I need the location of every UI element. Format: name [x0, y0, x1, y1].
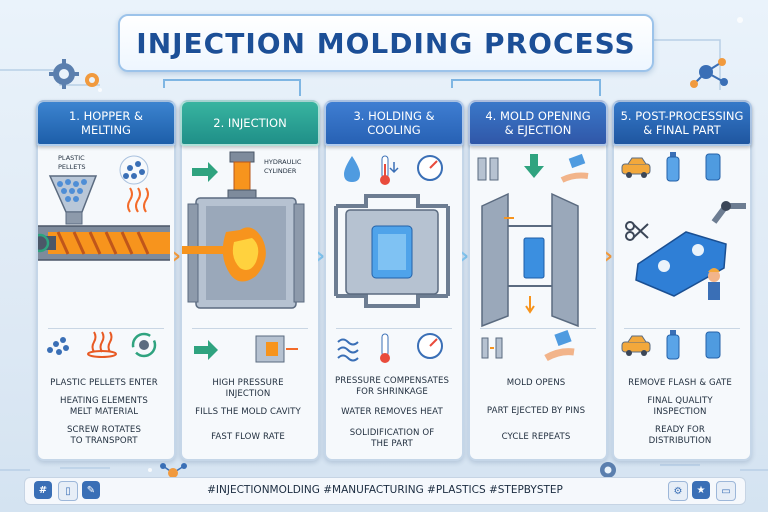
- step-header-2: 2. INJECTION: [180, 100, 320, 146]
- caption-ready-line2: DISTRIBUTION: [648, 436, 712, 446]
- arrow-right-icon: [192, 162, 218, 182]
- step-panel-post-processing: 5. POST-PROCESSING & FINAL PART: [612, 100, 752, 461]
- bottle-small-icon: [666, 330, 680, 360]
- flow-arrow-2: ›: [316, 244, 326, 269]
- thermometer-small-icon: [380, 333, 390, 363]
- down-arrow-icon: [524, 154, 544, 178]
- heating-element-icon: [87, 331, 117, 358]
- hand-eject-icon: [544, 329, 575, 362]
- step-1-title-line1: 1. HOPPER &: [68, 109, 144, 123]
- caption-screw-line2: TO TRANSPORT: [70, 436, 138, 446]
- gears-icon: [49, 59, 99, 89]
- step-header-5: 5. POST-PROCESSING & FINAL PART: [612, 100, 752, 146]
- caption-part-ejected: PART EJECTED BY PINS: [486, 406, 586, 416]
- caption-high-pressure-line2: INJECTION: [225, 389, 271, 399]
- step-panel-holding-cooling: 3. HOLDING & COOLING: [324, 100, 464, 461]
- divider: [624, 328, 740, 329]
- pencil-icon[interactable]: ✎: [82, 481, 100, 499]
- plastic-pellets-label-line1: PLASTIC: [58, 154, 85, 162]
- caption-pellets-enter: PLASTIC PELLETS ENTER: [50, 378, 158, 388]
- flow-arrow-3: ›: [460, 244, 470, 269]
- caption-heating-line1: HEATING ELEMENTS: [60, 396, 148, 406]
- step-header-4: 4. MOLD OPENING & EJECTION: [468, 100, 608, 146]
- step-5-title-line1: 5. POST-PROCESSING: [620, 109, 744, 123]
- water-drop-icon: [344, 156, 360, 182]
- mold-cavity-icon: [255, 335, 298, 363]
- step-panel-opening-ejection: 4. MOLD OPENING & EJECTION: [468, 100, 608, 461]
- hand-part-icon: [560, 153, 589, 183]
- arrow-right-small-icon: [194, 340, 218, 360]
- thermometer-icon: [380, 155, 399, 185]
- footer-hashtags: #INJECTIONMOLDING #MANUFACTURING #PLASTI…: [207, 484, 563, 496]
- step-4-title-line1: 4. MOLD OPENING: [485, 109, 591, 123]
- divider: [48, 328, 164, 329]
- pellets-small-icon: [47, 337, 69, 355]
- step-2-title-line1: 2. INJECTION: [213, 116, 287, 130]
- step-3-title-line2: COOLING: [367, 123, 421, 137]
- phone-case-small-icon: [705, 331, 721, 359]
- flow-arrow-4: ›: [604, 244, 614, 269]
- step-panel-injection: 2. INJECTION HYDRAULIC CYLINDER HIGH PRE…: [180, 100, 320, 461]
- phone-icon[interactable]: ▯: [58, 481, 78, 501]
- step-panel-hopper-melting: 1. HOPPER & MELTING PLASTIC PELLETS: [36, 100, 176, 461]
- caption-water-removes: WATER REMOVES HEAT: [341, 407, 443, 417]
- caption-high-pressure-line1: HIGH PRESSURE: [212, 378, 284, 388]
- caption-quality-line1: FINAL QUALITY: [647, 396, 713, 406]
- star-badge-icon[interactable]: ★: [692, 481, 710, 499]
- page-title: INJECTION MOLDING PROCESS: [136, 26, 636, 60]
- ejection-illustration: [477, 153, 589, 362]
- scissors-icon: [625, 221, 649, 241]
- caption-quality-line2: INSPECTION: [653, 407, 707, 417]
- caption-screw-line1: SCREW ROTATES: [66, 425, 142, 435]
- caption-pressure-line1: PRESSURE COMPENSATES: [334, 376, 450, 386]
- molecule-icon: [690, 58, 728, 88]
- caption-fast-flow: FAST FLOW RATE: [211, 432, 285, 442]
- caption-solidification-line1: SOLIDIFICATION OF: [349, 428, 435, 438]
- cooling-illustration: [334, 155, 450, 363]
- mold-open-small-icon: [481, 337, 503, 359]
- gear-small-icon: [600, 462, 616, 478]
- car-icon: [621, 157, 651, 178]
- hydraulic-cylinder-label-line1: HYDRAULIC: [264, 158, 302, 166]
- plastic-pellets-label-line2: PELLETS: [58, 163, 86, 171]
- post-processing-illustration: [621, 152, 746, 360]
- injection-illustration: [182, 151, 305, 363]
- waves-icon: [337, 338, 359, 362]
- phone-case-icon: [705, 153, 721, 181]
- step-4-title-line2: & EJECTION: [504, 123, 572, 137]
- flow-arrow-1: ›: [172, 244, 182, 269]
- laptop-icon[interactable]: ▭: [716, 481, 736, 501]
- step-5-title-line2: & FINAL PART: [643, 123, 721, 137]
- hydraulic-cylinder-label-line2: CYLINDER: [264, 167, 297, 175]
- rotate-arrows-icon: [131, 332, 157, 358]
- pellets-icon: [123, 161, 145, 179]
- step-1-title-line2: MELTING: [81, 123, 131, 137]
- caption-ready-line1: READY FOR: [655, 425, 705, 435]
- pressure-gauge-icon: [417, 155, 443, 181]
- step-3-title-line1: 3. HOLDING &: [353, 109, 435, 123]
- caption-heating-line2: MELT MATERIAL: [69, 407, 139, 417]
- caption-remove-flash: REMOVE FLASH & GATE: [628, 378, 732, 388]
- title-banner: INJECTION MOLDING PROCESS: [118, 14, 654, 72]
- gear-badge-icon[interactable]: ⚙: [668, 481, 688, 501]
- open-mold-icon: [477, 157, 499, 181]
- caption-fills-cavity: FILLS THE MOLD CAVITY: [195, 407, 301, 417]
- caption-cycle-repeats: CYCLE REPEATS: [501, 432, 571, 442]
- caption-pressure-line2: FOR SHRINKAGE: [356, 387, 428, 397]
- step-header-3: 3. HOLDING & COOLING: [324, 100, 464, 146]
- caption-mold-opens: MOLD OPENS: [506, 378, 566, 388]
- gauge-small-icon: [417, 333, 443, 359]
- hopper-illustration: [38, 155, 170, 358]
- caption-solidification-line2: THE PART: [371, 439, 413, 449]
- step-header-1: 1. HOPPER & MELTING: [36, 100, 176, 146]
- car-small-icon: [621, 335, 651, 356]
- bottle-icon: [666, 152, 680, 182]
- hashtag-icon[interactable]: #: [34, 481, 52, 499]
- footer-bar: [24, 477, 746, 505]
- divider: [480, 328, 596, 329]
- divider: [336, 328, 452, 329]
- divider: [192, 328, 308, 329]
